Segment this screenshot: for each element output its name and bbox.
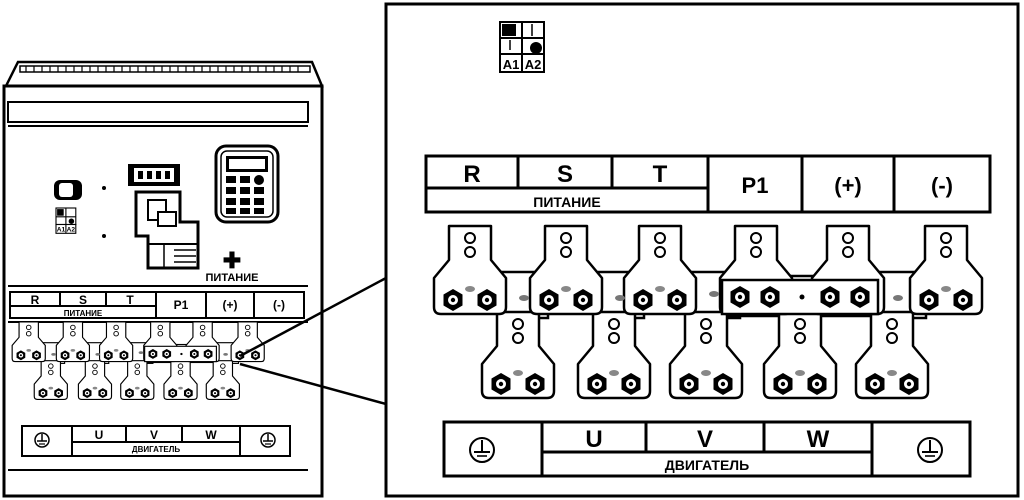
label-v: V <box>697 426 713 453</box>
keypad-icon <box>214 144 280 224</box>
power-caption: ПИТАНИЕ <box>533 194 600 210</box>
jumper-icon: A1 A2 <box>499 21 545 73</box>
terminal-lug-icon <box>432 224 508 316</box>
capacitor-icon <box>54 180 82 200</box>
mini-label-plus: (+) <box>223 298 238 312</box>
terminal-lug-icon <box>528 224 604 316</box>
plus-icon: ✚ <box>223 248 241 273</box>
terminal-lug-icon <box>55 321 91 363</box>
motor-caption: ДВИГАТЕЛЬ <box>665 457 749 473</box>
terminal-lug-icon <box>622 224 698 316</box>
terminal-lug-icon <box>908 224 984 316</box>
control-board <box>128 164 200 270</box>
terminal-lug-icon <box>120 360 155 400</box>
mini-label-p1: P1 <box>174 298 189 312</box>
label-w: W <box>807 426 830 453</box>
label-s: S <box>557 161 573 188</box>
mini-terminal-block <box>11 321 265 400</box>
terminal-lug-icon <box>762 310 838 400</box>
terminal-lug-icon <box>11 321 46 363</box>
jumper-label-a1: A1 <box>57 227 66 234</box>
mini-label-w: W <box>205 428 217 442</box>
motor-terminal-labels: U V W ДВИГАТЕЛЬ <box>442 420 972 478</box>
mini-label-v: V <box>150 428 158 442</box>
jumper-label-a2: A2 <box>67 227 76 234</box>
terminal-lug-icon <box>98 321 134 363</box>
terminal-lug-icon <box>77 360 113 400</box>
ground-icon <box>34 432 50 448</box>
label-minus: (-) <box>931 173 953 198</box>
zoom-leader-lines <box>239 276 387 406</box>
ground-icon <box>260 432 276 448</box>
mini-motor-caption: ДВИГАТЕЛЬ <box>132 445 180 454</box>
device-overview: A1 A2 <box>2 60 324 498</box>
zoom-panel: A1 A2 R S T ПИТАНИЕ P1 (+) (-) <box>384 2 1020 498</box>
mini-label-r: R <box>31 293 40 307</box>
terminal-lug-icon <box>205 360 240 400</box>
mini-label-u: U <box>95 428 104 442</box>
label-p1: P1 <box>742 173 769 198</box>
mini-power-caption: ПИТАНИЕ <box>64 309 103 318</box>
jumper-label-a2: A2 <box>525 57 542 72</box>
ground-icon <box>469 437 495 463</box>
terminal-lug-icon <box>33 360 68 400</box>
ground-icon <box>917 437 943 463</box>
terminal-block <box>432 224 984 400</box>
terminal-lug-icon <box>854 310 930 400</box>
label-r: R <box>463 161 480 188</box>
terminal-lug-icon <box>668 310 744 400</box>
mini-label-s: S <box>79 293 87 307</box>
label-t: T <box>653 161 668 188</box>
terminal-lug-icon <box>480 310 556 400</box>
label-plus: (+) <box>834 173 862 198</box>
device-power-label: ПИТАНИЕ <box>206 272 259 284</box>
terminal-lug-icon <box>163 360 198 400</box>
mini-label-t: T <box>126 293 134 307</box>
mini-top-labels: R S T ПИТАНИЕ P1 (+) (-) <box>9 291 305 319</box>
label-u: U <box>585 426 602 453</box>
jumper-icon: A1 A2 <box>55 207 77 234</box>
vent-slots <box>25 66 299 72</box>
mini-bottom-labels: U V W ДВИГАТЕЛЬ <box>21 425 291 457</box>
jumper-label-a1: A1 <box>503 57 520 72</box>
power-terminal-labels: R S T ПИТАНИЕ P1 (+) (-) <box>424 154 992 214</box>
terminal-lug-icon <box>576 310 652 400</box>
mini-label-minus: (-) <box>273 298 285 312</box>
